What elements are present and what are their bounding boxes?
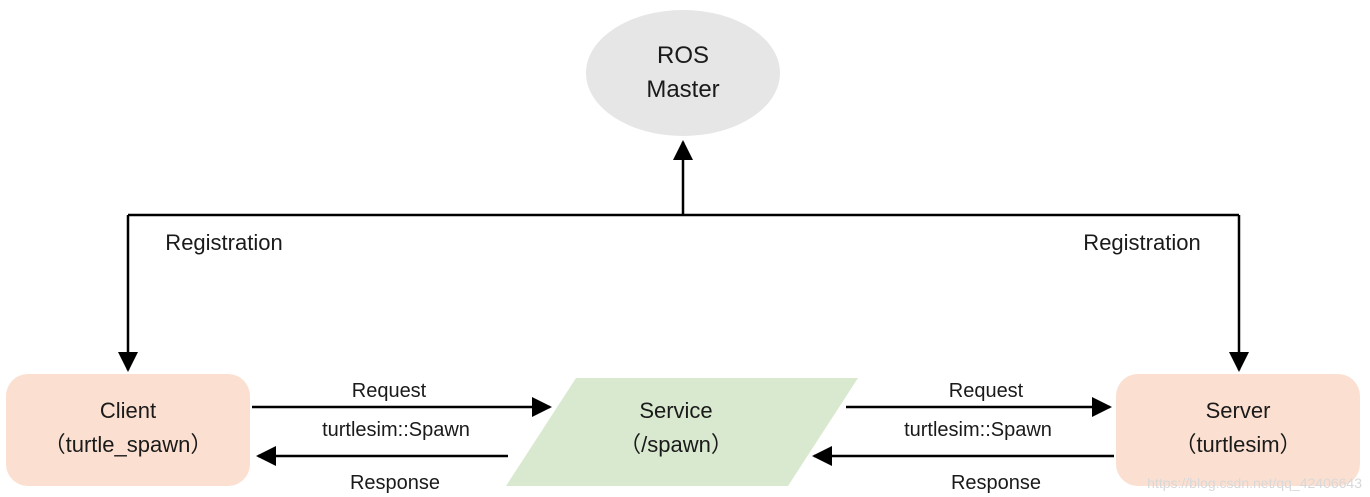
left-request-label: Request — [351, 380, 427, 402]
left-response-label: Response — [349, 472, 441, 494]
server-label-line1: Server — [1205, 398, 1271, 423]
client-label-line1: Client — [99, 398, 157, 423]
right-request-label: Request — [948, 380, 1024, 402]
left-type-label: turtlesim::Spawn — [322, 419, 470, 441]
server-label: Server （turtlesim） — [1174, 394, 1301, 462]
right-response-label: Response — [950, 472, 1042, 494]
server-label-line2: （turtlesim） — [1174, 432, 1302, 457]
registration-left-label: Registration — [165, 230, 283, 255]
service-label: Service （/spawn） — [619, 394, 733, 462]
right-type-label: turtlesim::Spawn — [904, 419, 1052, 441]
service-label-line2: （/spawn） — [619, 432, 733, 457]
registration-right-label: Registration — [1083, 230, 1201, 255]
client-label-line2: （turtle_spawn） — [43, 432, 213, 457]
client-node — [6, 374, 250, 486]
service-label-line1: Service — [639, 398, 713, 423]
ros-master-label-line2: Master — [646, 76, 720, 103]
server-node — [1116, 374, 1360, 486]
service-node — [506, 378, 858, 486]
watermark-text: https://blog.csdn.net/qq_42406643 — [1147, 475, 1362, 491]
ros-master-node — [586, 10, 780, 136]
ros-master-label: ROS Master — [646, 39, 719, 107]
client-label: Client （turtle_spawn） — [44, 394, 213, 462]
ros-master-label-line1: ROS — [656, 42, 710, 69]
